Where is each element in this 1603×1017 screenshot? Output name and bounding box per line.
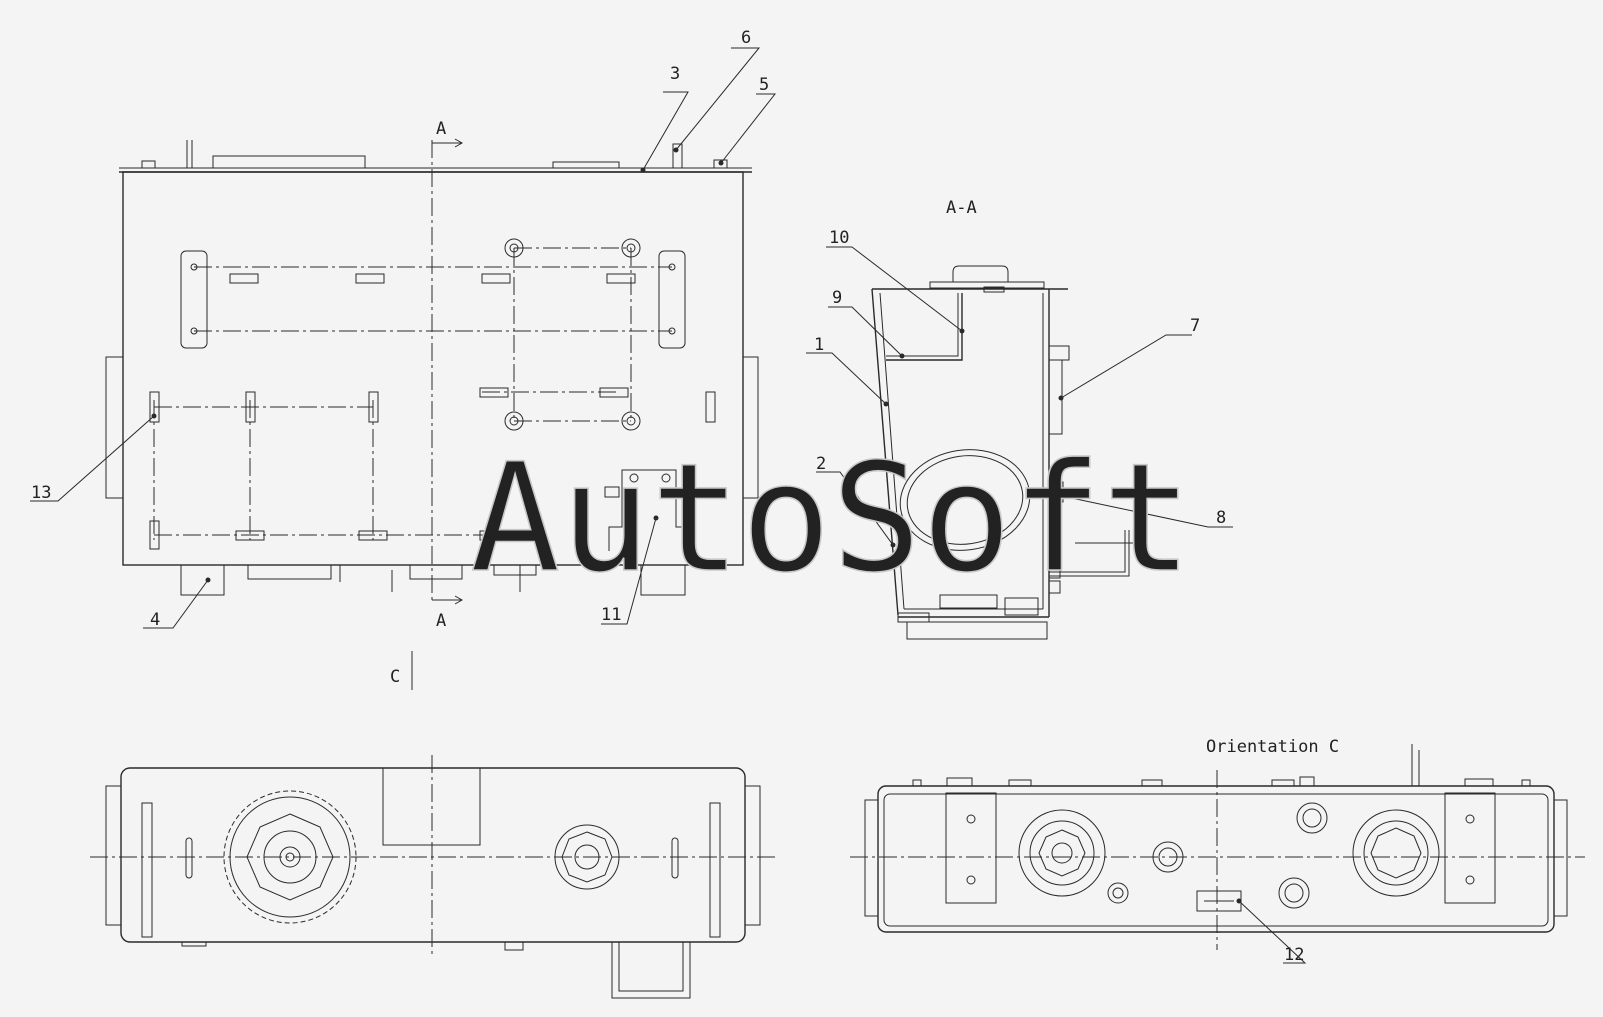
callout-9: 9: [832, 288, 842, 308]
callout-1: 1: [814, 335, 824, 355]
section-mark-a-bottom: A: [436, 611, 446, 631]
watermark: AutoSoft: [470, 432, 1192, 606]
callout-8: 8: [1216, 508, 1226, 528]
section-a-a-view: [871, 265, 1147, 640]
callout-5: 5: [759, 75, 769, 95]
callout-13: 13: [31, 483, 51, 503]
callout-3: 3: [670, 64, 680, 84]
view-mark-c: C: [390, 667, 400, 687]
section-title: A-A: [946, 198, 977, 218]
callout-10: 10: [829, 228, 849, 248]
section-mark-a-top: A: [436, 119, 446, 139]
view-c-bottom-left: [90, 755, 778, 999]
orientation-title: Orientation C: [1206, 737, 1339, 757]
callout-6: 6: [741, 28, 751, 48]
callout-12: 12: [1284, 945, 1304, 965]
callout-2: 2: [816, 454, 826, 474]
callout-11: 11: [601, 605, 621, 625]
front-view: [105, 138, 759, 690]
callout-7: 7: [1190, 316, 1200, 336]
leader-lines: [30, 47, 1307, 964]
orientation-c-view: [850, 744, 1585, 950]
callout-4: 4: [150, 610, 160, 630]
